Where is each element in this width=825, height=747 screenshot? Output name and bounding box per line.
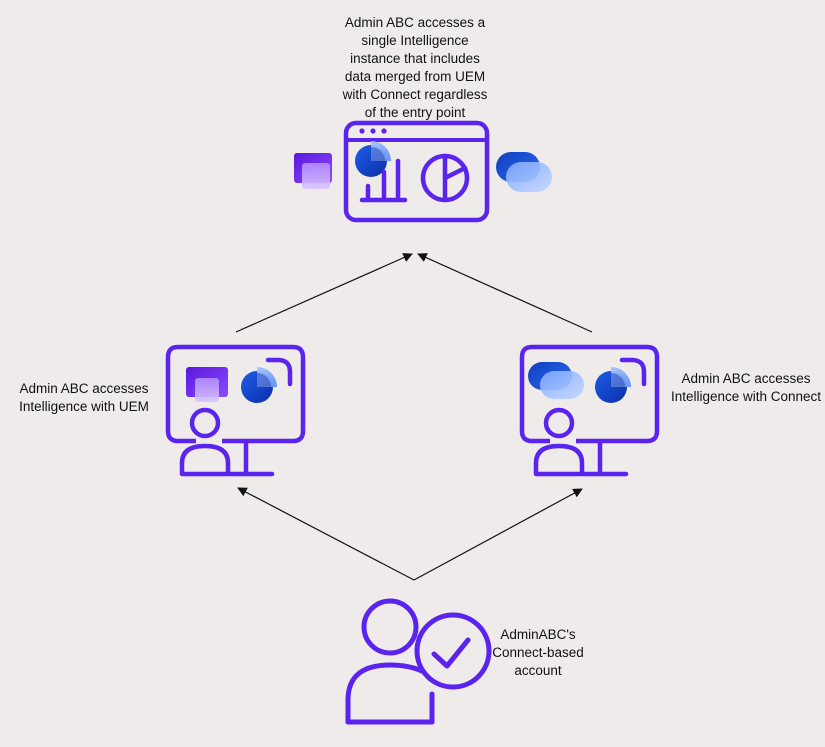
arrow-connect-to-intelligence [417, 253, 593, 333]
arrow-account-to-connect [413, 488, 583, 581]
label-line: Connect-based [492, 645, 584, 660]
uem-access-label: Admin ABC accesses Intelligence with UEM [4, 380, 164, 416]
intelligence-logo-icon [241, 367, 277, 403]
label-line: Intelligence with UEM [19, 399, 149, 414]
label-line: AdminABC's [500, 627, 576, 642]
intelligence-dashboard-icon [343, 120, 490, 223]
connect-logo-icon [528, 362, 584, 399]
account-label: AdminABC's Connect-based account [478, 626, 598, 680]
connect-logo-icon [496, 152, 552, 192]
label-line: Intelligence with Connect [670, 389, 822, 404]
label-line: data merged from UEM [344, 69, 486, 84]
connect-access-label: Admin ABC accesses Intelligence with Con… [664, 370, 825, 406]
arrow-account-to-uem [237, 487, 415, 581]
label-line: Admin ABC accesses [19, 381, 149, 396]
intelligence-logo-icon [355, 141, 391, 177]
bar-chart-icon [359, 158, 408, 203]
check-badge-circle [414, 612, 492, 690]
verified-user-icon [345, 598, 492, 725]
label-line: single Intelligence [361, 33, 469, 48]
uem-user-monitor-icon [165, 344, 306, 477]
label-line: account [514, 663, 562, 678]
user-body [345, 662, 427, 725]
uem-logo-icon [186, 367, 228, 402]
uem-logo-icon [294, 153, 332, 189]
label-line: Admin ABC accesses [681, 371, 811, 386]
label-line: of the entry point [364, 105, 466, 120]
intelligence-description-label: Admin ABC accesses a single Intelligence… [305, 14, 525, 122]
label-line: Admin ABC accesses a [344, 15, 486, 30]
connect-user-monitor-icon [519, 344, 660, 477]
pie-chart-icon [420, 153, 470, 203]
arrow-uem-to-intelligence [235, 253, 413, 333]
check-mark-icon [431, 637, 471, 669]
connector-arrows [235, 253, 593, 581]
user-head [361, 598, 419, 656]
label-line: with Connect regardless [342, 87, 488, 102]
label-line: instance that includes [350, 51, 480, 66]
intelligence-logo-icon [595, 367, 631, 403]
